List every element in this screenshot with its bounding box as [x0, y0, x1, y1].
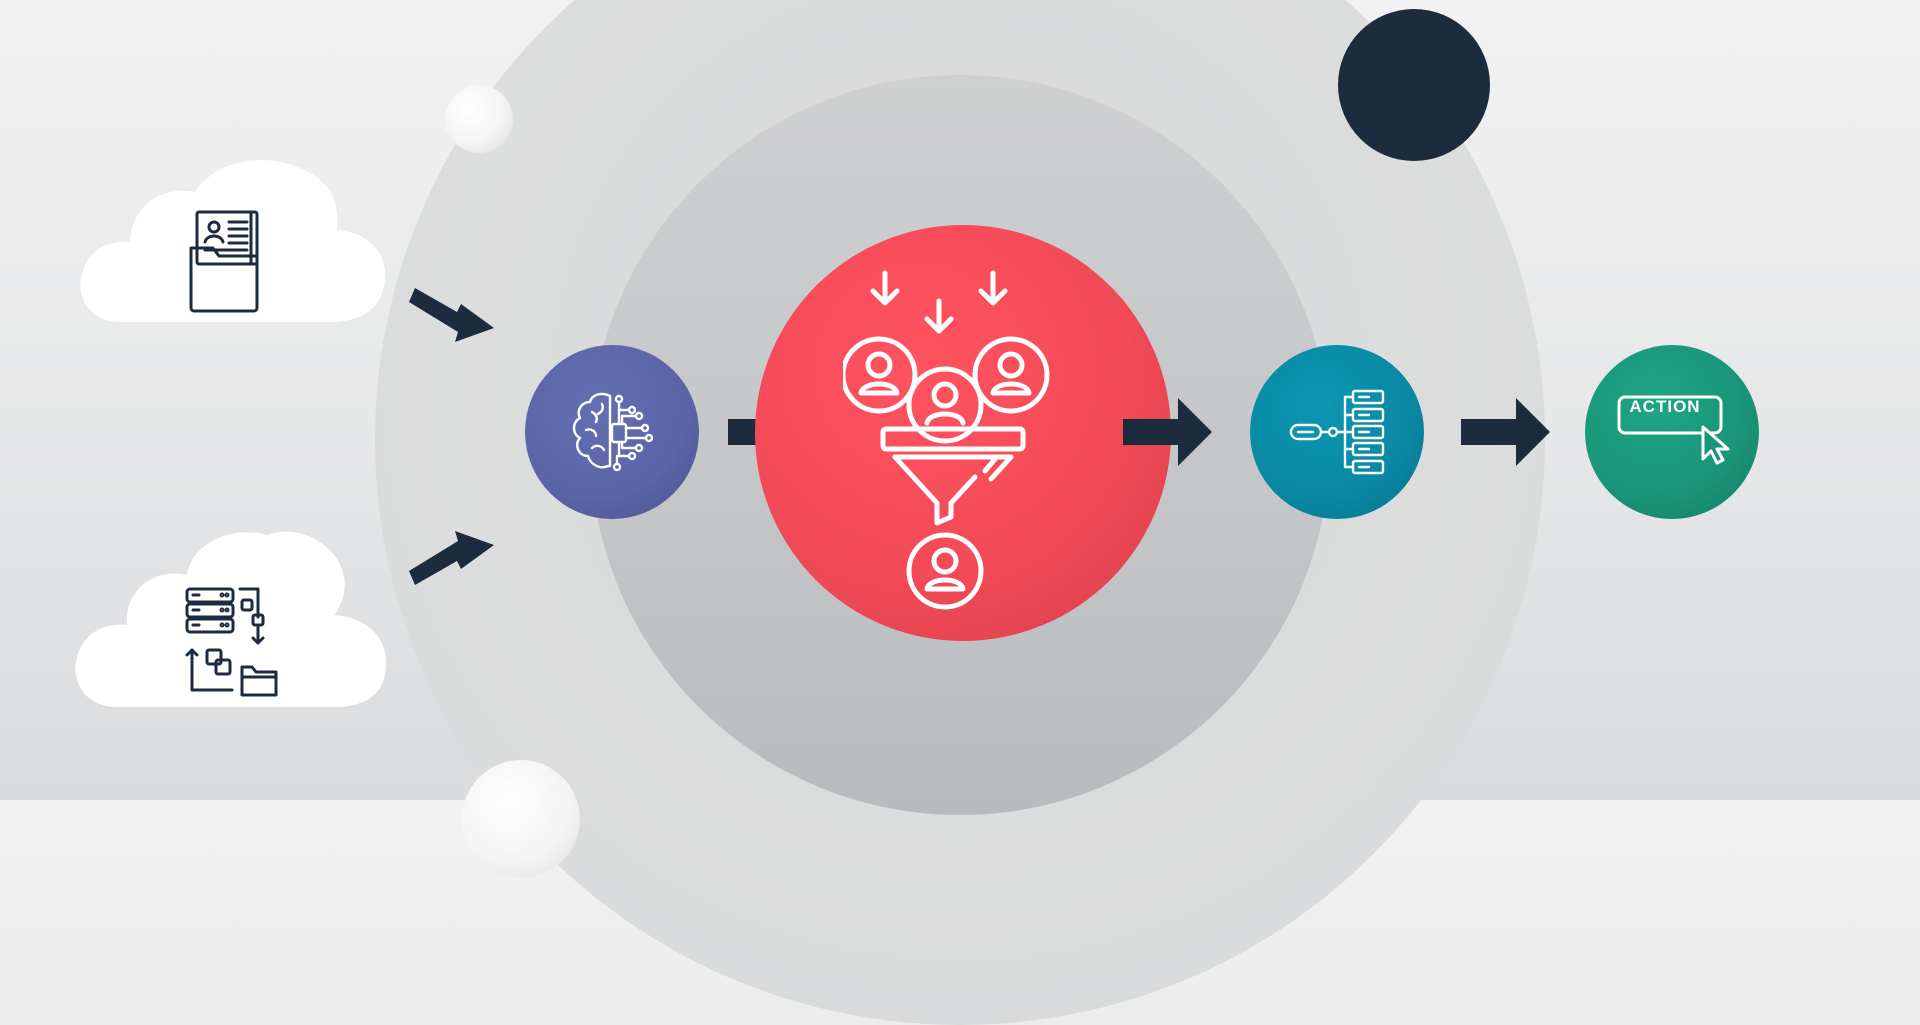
documents-cloud [80, 160, 386, 322]
decorative-white-dot-bottom [462, 760, 580, 878]
arrow-funnel-to-tree [1123, 398, 1212, 466]
arrow-documents-to-brain [409, 288, 494, 342]
action-label: ACTION [1629, 397, 1701, 416]
tree-hierarchy-icon [1289, 389, 1385, 475]
document-folder-icon [189, 210, 259, 313]
arrow-dataflow-to-brain [409, 531, 494, 585]
ai-brain-circuit-icon [572, 392, 654, 472]
arrow-tree-to-action [1461, 398, 1550, 466]
action-node: ACTION [1585, 345, 1759, 519]
audience-funnel-node [755, 225, 1171, 641]
decorative-white-dot-top [445, 85, 513, 153]
server-data-flow-icon [185, 587, 278, 697]
ai-brain-node [525, 345, 699, 519]
data-flow-cloud [75, 531, 387, 707]
people-funnel-icon [843, 270, 1050, 610]
action-button-cursor-icon [1617, 395, 1730, 465]
hierarchy-node [1250, 345, 1424, 519]
decorative-dark-dot [1338, 9, 1490, 161]
